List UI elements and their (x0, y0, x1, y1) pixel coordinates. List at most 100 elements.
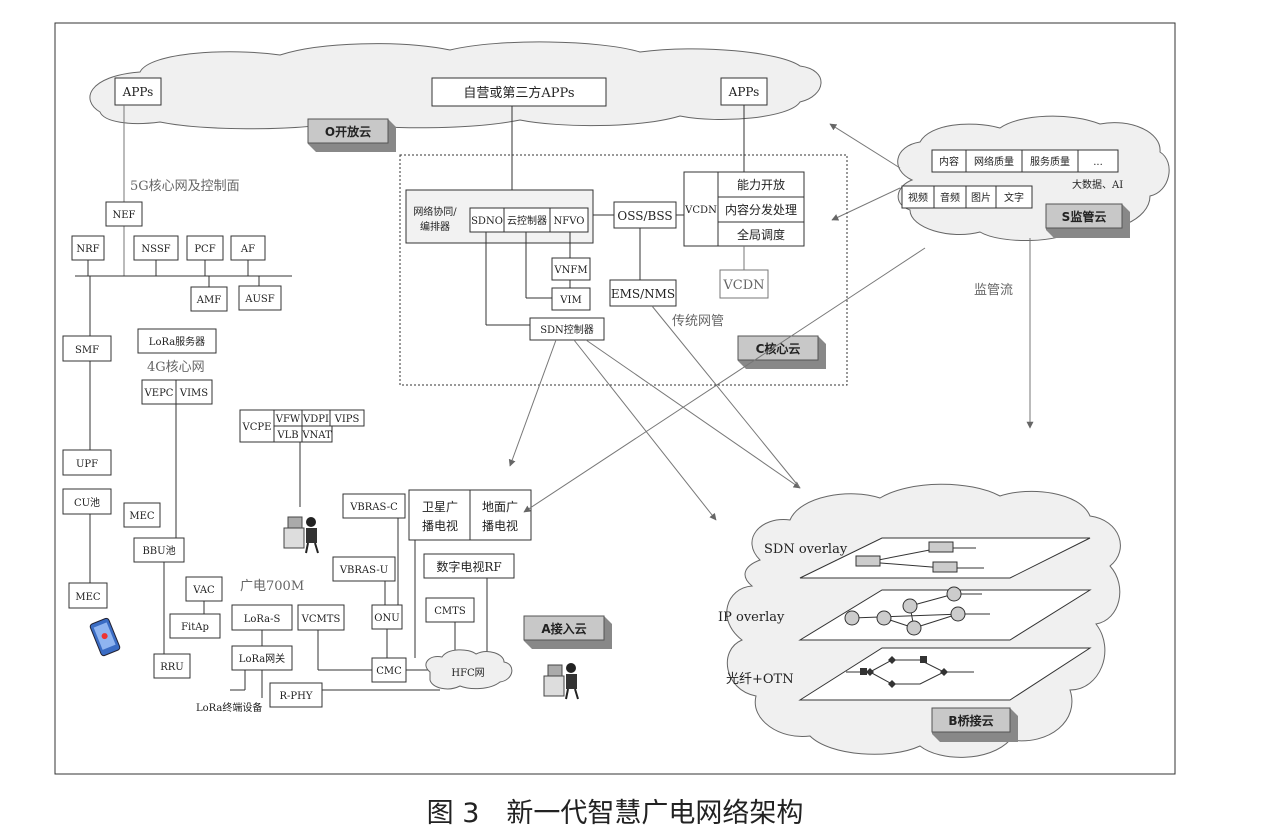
user-workstation-icon (283, 516, 319, 554)
traditional-mgmt-label: 传统网管 (672, 314, 724, 329)
nrf-label: NRF (76, 244, 99, 255)
supervision-flow-label: 监管流 (974, 283, 1013, 298)
ems-nms-box (609, 279, 677, 307)
guangdian700-label: 广电700M (240, 579, 304, 594)
rru-label: RRU (160, 662, 184, 673)
a-cloud-label: A接入云 (541, 621, 586, 636)
otn-node-icons (846, 656, 974, 688)
vac-box (185, 576, 223, 602)
ausf-label: AUSF (244, 294, 275, 305)
sdno-label: SDNO (471, 216, 503, 227)
mec-mid-box (123, 502, 161, 528)
apps-left-box (114, 77, 162, 106)
vbras-c-box (342, 493, 406, 519)
vcdn-sched-label: 全局调度 (737, 227, 785, 242)
vips-label: VIPS (334, 414, 360, 425)
otn-label: 光纤+OTN (726, 672, 794, 687)
vbras-u-label: VBRAS-U (339, 565, 388, 576)
sdn-controller-box (529, 317, 605, 341)
vcmts-box (297, 604, 345, 631)
lora-terminal-label: LoRa终端设备 (196, 701, 262, 714)
vcdn-open-label: 能力开放 (737, 177, 785, 192)
diagram-frame (54, 22, 1176, 775)
ausf-box (238, 285, 282, 311)
s-badge (1045, 203, 1123, 229)
vbras-c-label: VBRAS-C (349, 502, 398, 513)
s-audio-label: 音频 (940, 191, 960, 204)
s-top-row-box (931, 149, 1119, 173)
lora-server-label: LoRa服务器 (149, 335, 205, 348)
mec-mid-label: MEC (129, 511, 155, 522)
orchestrator-line1: 网络协同/ (413, 205, 457, 218)
bbu-pool-label: BBU池 (142, 544, 175, 557)
user-workstation-icon-2 (543, 663, 579, 700)
s-image-label: 图片 (971, 191, 991, 204)
onu-label: ONU (374, 613, 399, 624)
s-netq-label: 网络质量 (974, 155, 1014, 168)
pcf-box (186, 235, 224, 261)
s-cloud-label: S监管云 (1062, 209, 1107, 224)
cmc-label: CMC (376, 666, 402, 677)
core-5g-label: 5G核心网及控制面 (130, 179, 240, 194)
s-more-label: ... (1093, 157, 1103, 168)
lora-gateway-label: LoRa网关 (239, 652, 285, 665)
apps-center-label: 自营或第三方APPs (463, 85, 574, 101)
vfw-label: VFW (275, 414, 301, 425)
nef-label: NEF (113, 210, 136, 221)
amf-box (190, 286, 228, 312)
ip-overlay-label: IP overlay (718, 610, 785, 625)
c-core-cloud-frame (399, 154, 848, 386)
ems-nms-label: EMS/NMS (611, 287, 675, 301)
apps-right-box (720, 77, 768, 106)
sdn-controller-label: SDN控制器 (540, 323, 594, 336)
nfvo-label: NFVO (554, 216, 585, 227)
dtv-rf-label: 数字电视RF (436, 559, 501, 574)
vim-label: VIM (559, 295, 581, 306)
orchestrator-line2: 编排器 (420, 220, 450, 233)
vlb-label: VLB (276, 430, 298, 441)
bigdata-label: 大数据、AI (1072, 178, 1123, 191)
c-badge (737, 335, 819, 361)
lora-s-label: LoRa-S (244, 614, 281, 625)
vcdn-dist-label: 内容分发处理 (725, 202, 797, 217)
vcdn-label: VCDN (722, 278, 764, 293)
c-cloud-label: C核心云 (756, 341, 801, 356)
vcdn-group-box (683, 171, 805, 247)
fitap-label: FitAp (181, 622, 209, 633)
b-badge (931, 707, 1011, 733)
vepc-label: VEPC (144, 388, 174, 399)
vepc-vims-box (141, 379, 213, 405)
vim-box (551, 287, 591, 311)
sat-tv-line2: 播电视 (422, 518, 458, 533)
cmts-label: CMTS (434, 606, 466, 617)
ter-tv-line1: 地面广 (482, 500, 518, 514)
pcf-label: PCF (194, 244, 215, 255)
vcpe-label: VCPE (242, 422, 272, 433)
cmts-box (425, 597, 475, 623)
s-content-label: 内容 (939, 155, 959, 168)
sdn-overlay-plane (799, 537, 1091, 579)
upf-label: UPF (76, 459, 98, 470)
s-video-label: 视频 (908, 191, 928, 204)
vcpe-box (239, 409, 275, 443)
s-svcq-label: 服务质量 (1030, 155, 1070, 168)
af-label: AF (240, 244, 255, 255)
hfc-cloud-shape (425, 649, 513, 690)
apps-left-label: APPs (122, 85, 154, 99)
lora-server-box (137, 328, 217, 354)
mec-left-box (68, 582, 108, 609)
cu-pool-box (62, 488, 112, 515)
oss-bss-label: OSS/BSS (617, 209, 672, 223)
vnat-label: VNAT (301, 430, 332, 441)
upf-box (62, 449, 112, 476)
lora-gateway-box (231, 645, 293, 671)
vcdn-box (719, 269, 769, 299)
a-badge (523, 615, 605, 641)
amf-label: AMF (196, 295, 221, 306)
dtv-rf-box (423, 553, 515, 579)
phone-icon (89, 617, 121, 657)
o-badge (307, 118, 389, 144)
fitap-box (169, 613, 221, 639)
apps-right-label: APPs (728, 85, 760, 99)
rru-box (153, 653, 191, 679)
